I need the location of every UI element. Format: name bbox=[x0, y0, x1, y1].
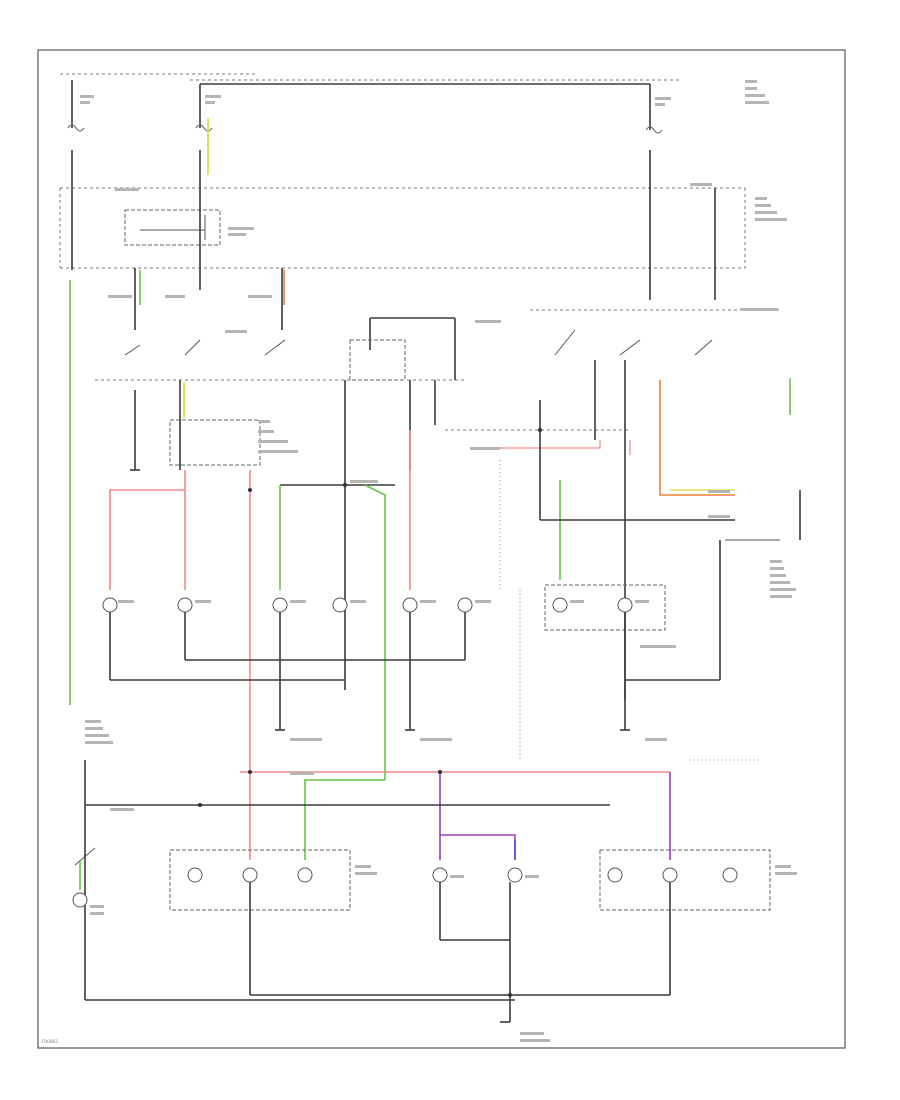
front-lamps-row bbox=[102, 460, 721, 760]
bulb-icon bbox=[242, 867, 258, 883]
right-rear-lamp-box bbox=[599, 849, 771, 911]
bulb-icon bbox=[662, 867, 678, 883]
label-marks bbox=[80, 80, 797, 1042]
junction-dots bbox=[198, 428, 542, 997]
bulb-icon bbox=[552, 597, 568, 613]
bulb-icon bbox=[102, 597, 118, 613]
fuse-icon bbox=[67, 124, 663, 134]
fuse-box-feeds bbox=[71, 150, 716, 330]
bulb-icon bbox=[187, 867, 203, 883]
bulb-icon bbox=[507, 867, 523, 883]
bulb-icon bbox=[332, 597, 348, 613]
top-power-bus bbox=[60, 73, 680, 130]
left-rear-lamp-box bbox=[169, 849, 351, 911]
bulb-icon bbox=[607, 867, 623, 883]
bulb-icon bbox=[177, 597, 193, 613]
flasher-relay bbox=[169, 419, 261, 466]
bulb-icon bbox=[297, 867, 313, 883]
diagram-frame bbox=[37, 49, 846, 1049]
rear-lamps-row bbox=[72, 867, 738, 1022]
right-feeds bbox=[539, 360, 801, 700]
bulb-icon bbox=[72, 892, 88, 908]
switch-icon bbox=[74, 329, 713, 866]
green-front-wires bbox=[79, 378, 791, 890]
ground-icon bbox=[130, 469, 630, 1023]
footer-code: F00083 bbox=[42, 1039, 58, 1044]
middle-trunk bbox=[280, 380, 630, 690]
rear-distribution bbox=[84, 759, 760, 1000]
pink-front-wires bbox=[109, 430, 631, 860]
bulb-icon bbox=[457, 597, 473, 613]
fuse-relay-box bbox=[59, 187, 746, 269]
orange-wire-right bbox=[659, 380, 735, 496]
bulb-icon bbox=[272, 597, 288, 613]
bulb-icon bbox=[617, 597, 633, 613]
combination-switch bbox=[95, 309, 780, 381]
bulb-icon bbox=[402, 597, 418, 613]
bulb-icon bbox=[722, 867, 738, 883]
bulb-icon bbox=[432, 867, 448, 883]
